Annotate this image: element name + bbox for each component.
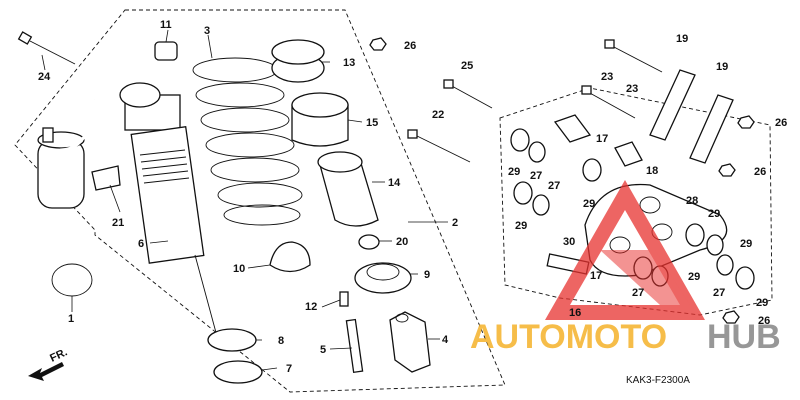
watermark-triangle <box>545 180 705 320</box>
callout-10: 10 <box>233 263 245 275</box>
nut-part-26c <box>718 163 736 177</box>
assembly-boundary-right <box>499 87 773 316</box>
boot-part-14 <box>317 151 379 227</box>
callout-23a: 23 <box>626 83 638 95</box>
clamp-part-1 <box>51 263 93 297</box>
callout-5: 5 <box>320 344 326 356</box>
callout-21: 21 <box>112 217 124 229</box>
callout-29e: 29 <box>740 238 752 250</box>
callout-29f: 29 <box>688 271 700 283</box>
callout-11: 11 <box>160 19 172 31</box>
watermark-text-part1: AUTOMOTO <box>470 318 667 356</box>
nut-part-26d <box>722 310 740 324</box>
assembly-boundary-left <box>14 9 506 393</box>
callout-27c: 27 <box>632 287 644 299</box>
damper-part-6 <box>119 82 219 341</box>
callout-3: 3 <box>204 25 210 37</box>
callout-18: 18 <box>646 165 658 177</box>
bolt-part-23a <box>604 39 663 73</box>
callout-labels: 1 2 3 4 5 6 7 8 9 10 11 12 13 14 15 16 1… <box>38 19 787 375</box>
nut-part-20 <box>358 234 380 250</box>
watermark-logo <box>545 180 705 320</box>
callout-9: 9 <box>424 269 430 281</box>
locknut-part-7 <box>213 360 263 384</box>
bolt-part-23b <box>581 85 636 119</box>
reservoir-part-21 <box>37 53 152 209</box>
callout-12: 12 <box>305 301 317 313</box>
callout-26c: 26 <box>754 166 766 178</box>
callout-7: 7 <box>286 363 292 375</box>
callout-26a: 26 <box>404 40 416 52</box>
callout-29g: 29 <box>756 297 768 309</box>
collar-part-17a <box>553 114 592 143</box>
nut-part-26a <box>369 37 387 51</box>
callout-6: 6 <box>138 238 144 250</box>
leader-lines <box>41 29 448 371</box>
callout-25: 25 <box>461 60 473 72</box>
diagram-code: KAK3-F2300A <box>626 375 690 386</box>
tie-rod-part-19b <box>689 94 734 164</box>
callout-15: 15 <box>366 117 378 129</box>
bump-rubber-part-10 <box>269 241 311 273</box>
callout-29a: 29 <box>508 166 520 178</box>
bolt-part-25 <box>443 79 493 109</box>
clevis-part-4 <box>389 311 431 373</box>
spring-part-3 <box>192 57 303 226</box>
callout-29b: 29 <box>515 220 527 232</box>
cap-part-9 <box>354 262 412 294</box>
callout-24: 24 <box>38 71 51 83</box>
collar-part-13 <box>271 39 325 83</box>
callout-20: 20 <box>396 236 408 248</box>
screw-part-12 <box>339 291 349 307</box>
bushing-part-11 <box>154 41 178 61</box>
bolt-part-24 <box>17 31 76 65</box>
callout-19b: 19 <box>716 61 728 73</box>
callout-14: 14 <box>388 177 401 189</box>
callout-4: 4 <box>442 334 449 346</box>
callout-13: 13 <box>343 57 355 69</box>
callout-28: 28 <box>686 195 698 207</box>
cover-part-15 <box>291 92 349 147</box>
callout-22: 22 <box>432 109 444 121</box>
callout-27d: 27 <box>713 287 725 299</box>
callout-30: 30 <box>563 236 575 248</box>
callout-29d: 29 <box>708 208 720 220</box>
tie-rod-part-19a <box>649 69 696 141</box>
callout-19a: 19 <box>676 33 688 45</box>
callout-23b: 23 <box>601 71 613 83</box>
front-arrow-icon <box>28 362 64 381</box>
collar-part-18 <box>614 141 643 167</box>
callout-16: 16 <box>569 307 581 319</box>
callout-2: 2 <box>452 217 458 229</box>
front-label: FR. <box>48 346 69 364</box>
callout-27a: 27 <box>530 170 542 182</box>
nut-part-26b <box>737 115 755 129</box>
watermark-text-part2: HUB <box>707 318 781 356</box>
callout-17a: 17 <box>596 133 608 145</box>
callout-1: 1 <box>68 313 74 325</box>
callout-26b: 26 <box>775 117 787 129</box>
pin-part-5 <box>345 318 364 374</box>
bolt-part-22 <box>407 129 471 163</box>
callout-27b: 27 <box>548 180 560 192</box>
callout-29c: 29 <box>583 198 595 210</box>
callout-26d: 26 <box>758 315 770 327</box>
locknut-part-8 <box>207 328 257 352</box>
callout-17b: 17 <box>590 270 602 282</box>
callout-8: 8 <box>278 335 284 347</box>
